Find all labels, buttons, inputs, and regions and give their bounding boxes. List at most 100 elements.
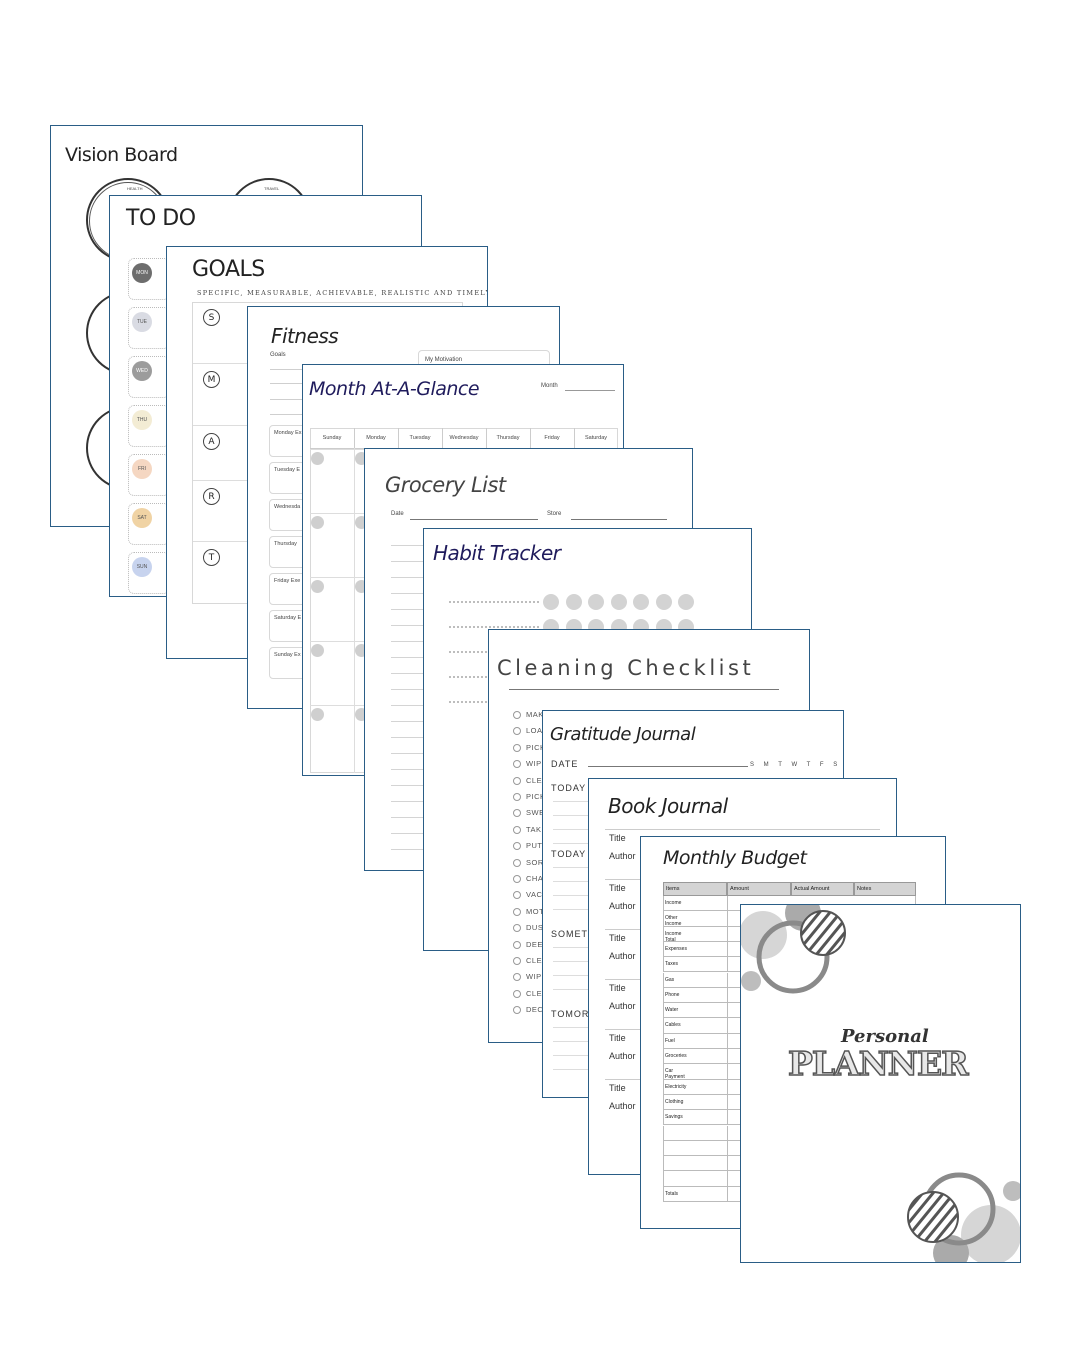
cleaning-title-underline bbox=[509, 689, 779, 690]
cover-title-planner: PLANNER bbox=[787, 1043, 969, 1084]
grocery-line bbox=[391, 593, 431, 594]
gratitude-section-label: SOMET bbox=[551, 929, 589, 939]
cover-circle bbox=[961, 1205, 1020, 1262]
budget-row-label: Fuel bbox=[665, 1037, 675, 1044]
cover-circle bbox=[1003, 1181, 1020, 1201]
cleaning-checkbox bbox=[513, 891, 521, 900]
striped-circle bbox=[908, 1192, 958, 1242]
fitness-goals-label: Goals bbox=[270, 352, 286, 358]
cleaning-item-label: CLE bbox=[526, 775, 543, 785]
grocery-line bbox=[391, 769, 431, 770]
cleaning-item-label: WIP bbox=[526, 972, 542, 982]
budget-row-label: Water bbox=[665, 1007, 679, 1014]
gratitude-date-line bbox=[588, 766, 748, 767]
budget-row-label: Totals bbox=[665, 1190, 679, 1197]
weekday-label: Tuesday bbox=[409, 435, 431, 441]
date-circle bbox=[311, 644, 324, 657]
grocery-line bbox=[391, 561, 431, 562]
budget-col-divider bbox=[727, 987, 728, 1004]
smart-letter: S bbox=[203, 309, 220, 326]
goal-line bbox=[270, 369, 310, 370]
budget-row-label: Electricity bbox=[665, 1083, 687, 1090]
cleaning-item-label: MOT bbox=[526, 906, 545, 916]
budget-col-divider bbox=[727, 1079, 728, 1095]
date-circle bbox=[311, 452, 324, 465]
todo-day-circle: FRI bbox=[132, 459, 152, 479]
budget-row-label: Car Payment bbox=[665, 1068, 685, 1081]
gratitude-line bbox=[553, 975, 593, 976]
cleaning-checkbox bbox=[513, 711, 521, 719]
weekday-divider bbox=[530, 428, 531, 448]
book-author-label: Author bbox=[609, 1001, 636, 1011]
grocery-line bbox=[391, 833, 431, 834]
smart-letter: R bbox=[203, 488, 220, 505]
grocery-line bbox=[391, 753, 431, 754]
budget-header-cell: Items bbox=[663, 882, 727, 896]
budget-col-divider bbox=[727, 1033, 728, 1049]
todo-day-circle: SUN bbox=[132, 557, 152, 577]
book-title-label: Title bbox=[609, 833, 626, 843]
cleaning-checkbox bbox=[513, 776, 521, 785]
book-title-label: Title bbox=[609, 1083, 626, 1093]
weekday-label: Saturday bbox=[584, 435, 607, 441]
budget-header-cell: Amount bbox=[727, 882, 791, 896]
cleaning-item-label: TAK bbox=[526, 824, 542, 834]
date-circle bbox=[311, 516, 324, 529]
planner-cover-page: Personal PLANNER bbox=[740, 904, 1021, 1263]
date-circle bbox=[311, 580, 324, 593]
weekday-divider bbox=[574, 428, 575, 448]
gratitude-line bbox=[553, 909, 593, 910]
cleaning-checkbox bbox=[513, 743, 521, 752]
cleaning-checkbox bbox=[513, 907, 521, 916]
cleaning-item-label: CHA bbox=[526, 874, 544, 883]
weekday-divider bbox=[398, 428, 399, 448]
fitness-day-label: Thursday bbox=[274, 541, 297, 547]
habit-dotted-line bbox=[449, 601, 539, 603]
book-entry-line bbox=[605, 829, 880, 830]
habit-dotted-line bbox=[449, 626, 539, 628]
budget-col-divider bbox=[727, 1003, 728, 1019]
budget-row-label: Phone bbox=[665, 991, 680, 998]
goals-subtitle: SPECIFIC, MEASURABLE, ACHIEVABLE, REALIS… bbox=[197, 289, 488, 297]
cleaning-item-label: DUS bbox=[526, 923, 544, 933]
gratitude-line bbox=[553, 801, 593, 802]
budget-row-label: Savings bbox=[665, 1114, 683, 1121]
budget-row-label: Cables bbox=[665, 1022, 681, 1029]
grocery-title: Grocery List bbox=[385, 473, 506, 497]
month-line bbox=[565, 390, 615, 391]
habit-title: Habit Tracker bbox=[433, 541, 561, 565]
gratitude-line bbox=[553, 1027, 593, 1028]
gratitude-line bbox=[553, 1041, 593, 1042]
grocery-line bbox=[391, 657, 431, 658]
grocery-date-line bbox=[410, 519, 538, 520]
fitness-day-label: Sunday Ex bbox=[274, 652, 301, 658]
goals-title: GOALS bbox=[192, 257, 265, 282]
grocery-line bbox=[391, 817, 431, 818]
cleaning-item-label: WIP bbox=[526, 759, 542, 769]
budget-row-label: Taxes bbox=[665, 961, 679, 968]
grocery-store-line bbox=[571, 519, 667, 520]
goal-line bbox=[270, 399, 310, 400]
budget-col-divider bbox=[727, 1049, 728, 1065]
goal-line bbox=[270, 414, 310, 415]
gratitude-section-label: TODAY bbox=[551, 849, 587, 859]
fitness-title: Fitness bbox=[271, 324, 339, 348]
book-author-label: Author bbox=[609, 1051, 636, 1061]
cleaning-title: Cleaning Checklist bbox=[497, 656, 755, 680]
book-title-label: Title bbox=[609, 883, 626, 893]
grocery-line bbox=[391, 689, 431, 690]
cleaning-checkbox bbox=[513, 924, 521, 933]
cover-title-personal: Personal bbox=[841, 1026, 929, 1047]
cleaning-checkbox bbox=[513, 793, 521, 801]
goal-line bbox=[270, 383, 310, 384]
smart-letter: A bbox=[203, 433, 220, 450]
todo-day-circle: WED bbox=[132, 361, 152, 381]
grocery-line bbox=[391, 721, 431, 722]
todo-day-circle: SAT bbox=[132, 508, 152, 528]
weekday-divider bbox=[354, 428, 355, 448]
gratitude-line bbox=[553, 867, 593, 868]
fitness-day-label: Monday Ex bbox=[274, 430, 302, 436]
cleaning-checkbox bbox=[513, 940, 521, 949]
grocery-line bbox=[391, 705, 431, 706]
habit-circle bbox=[678, 594, 694, 610]
